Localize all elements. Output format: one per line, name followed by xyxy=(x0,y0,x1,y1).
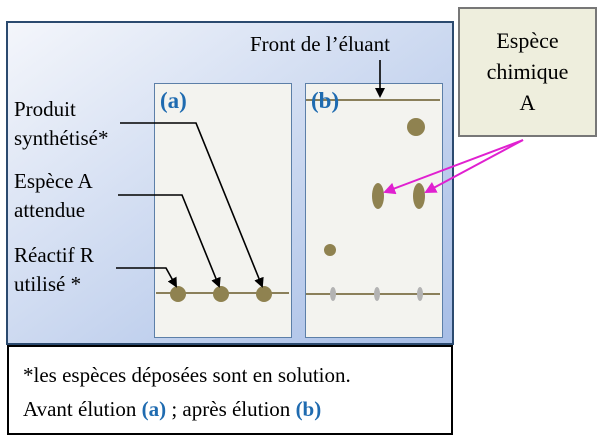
footnote-apres: ; après élution xyxy=(166,397,296,421)
footnote-line1: *les espèces déposées sont en solution. xyxy=(23,363,351,387)
callout-line3: A xyxy=(519,90,536,115)
plate-b-tag: (b) xyxy=(311,88,340,113)
arrow-reactif xyxy=(116,267,177,288)
footnote-tag-a: (a) xyxy=(141,397,167,421)
footnote-line2: Avant élution (a) ; après élution (b) xyxy=(23,397,321,422)
spot-b-origin-2 xyxy=(374,287,380,301)
label-produit-line2: synthétisé* xyxy=(14,126,109,150)
spot-a-reactif xyxy=(170,286,186,302)
callout-line1: Espèce xyxy=(496,28,559,53)
footnote-tag-b: (b) xyxy=(295,397,322,421)
label-reactif-line2: utilisé * xyxy=(14,272,82,296)
spot-a-espece xyxy=(213,286,229,302)
label-produit-line1: Produit xyxy=(14,97,76,121)
plate-a-tag: (a) xyxy=(160,88,187,113)
label-espece-line2: attendue xyxy=(14,198,86,222)
label-front: Front de l’éluant xyxy=(250,32,390,56)
footnote-avant: Avant élution xyxy=(23,397,142,421)
label-reactif-line1: Réactif R xyxy=(14,243,94,267)
spot-b-origin-3 xyxy=(417,287,423,301)
arrow-callout-2 xyxy=(424,139,524,193)
label-espece-line1: Espèce A xyxy=(14,169,93,193)
footnote-box: *les espèces déposées sont en solution. … xyxy=(7,345,453,435)
spot-b-produit-a xyxy=(413,183,425,209)
spot-b-reactif xyxy=(324,244,336,256)
arrow-produit xyxy=(120,122,264,288)
arrow-callout-1 xyxy=(383,139,524,195)
spot-b-espece xyxy=(372,183,384,209)
spot-b-origin-1 xyxy=(330,287,336,301)
callout-line2: chimique xyxy=(486,59,569,84)
callout-espece-chimique: Espèce chimique A xyxy=(458,7,597,137)
spot-a-produit xyxy=(256,286,272,302)
spot-b-produit-b xyxy=(407,118,425,136)
arrow-espece xyxy=(118,194,221,288)
